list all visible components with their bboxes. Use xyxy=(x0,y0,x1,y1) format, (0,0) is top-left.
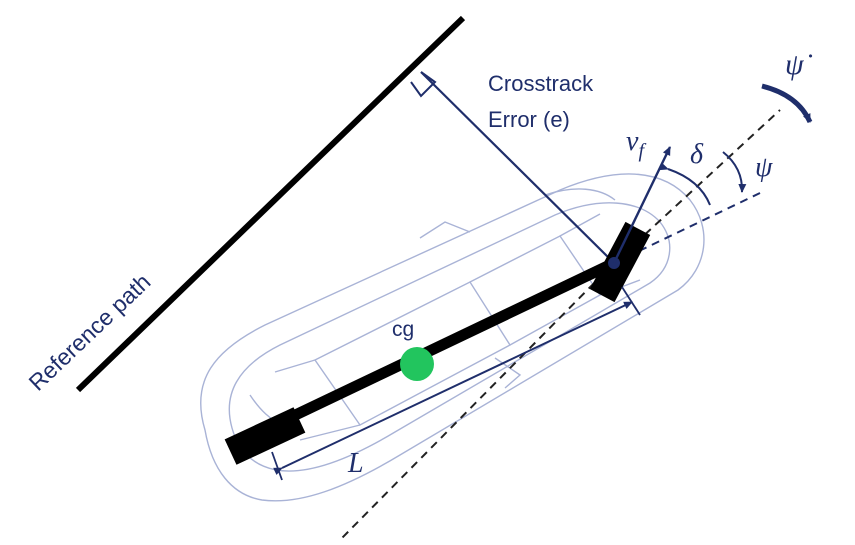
steer-angle-arc xyxy=(659,162,711,206)
yaw-rate-label: ψ̇ xyxy=(785,48,813,81)
cg-label: cg xyxy=(392,318,414,341)
wheelbase-label: L xyxy=(347,448,364,479)
rear-wheel xyxy=(224,407,306,465)
heading-label: ψ xyxy=(755,152,773,183)
wheelbase-tick-rear xyxy=(271,451,283,481)
wheelbase-dimension xyxy=(273,301,633,476)
cg-dot xyxy=(400,347,434,381)
heading-arc xyxy=(722,151,747,193)
reference-path-line xyxy=(75,15,466,393)
yaw-rate-arrow xyxy=(761,83,813,124)
crosstrack-error-label-line2: Error (e) xyxy=(488,107,570,132)
front-wheel xyxy=(589,221,651,303)
steer-angle-label: δ xyxy=(690,139,704,170)
crosstrack-error-label-line1: Crosstrack xyxy=(488,71,594,96)
crosstrack-error-line xyxy=(420,71,615,264)
wheelbase-tick-front xyxy=(621,286,641,316)
velocity-label: vf xyxy=(626,126,646,162)
right-angle-marker xyxy=(410,71,437,98)
dashed-lower-line xyxy=(339,262,615,541)
